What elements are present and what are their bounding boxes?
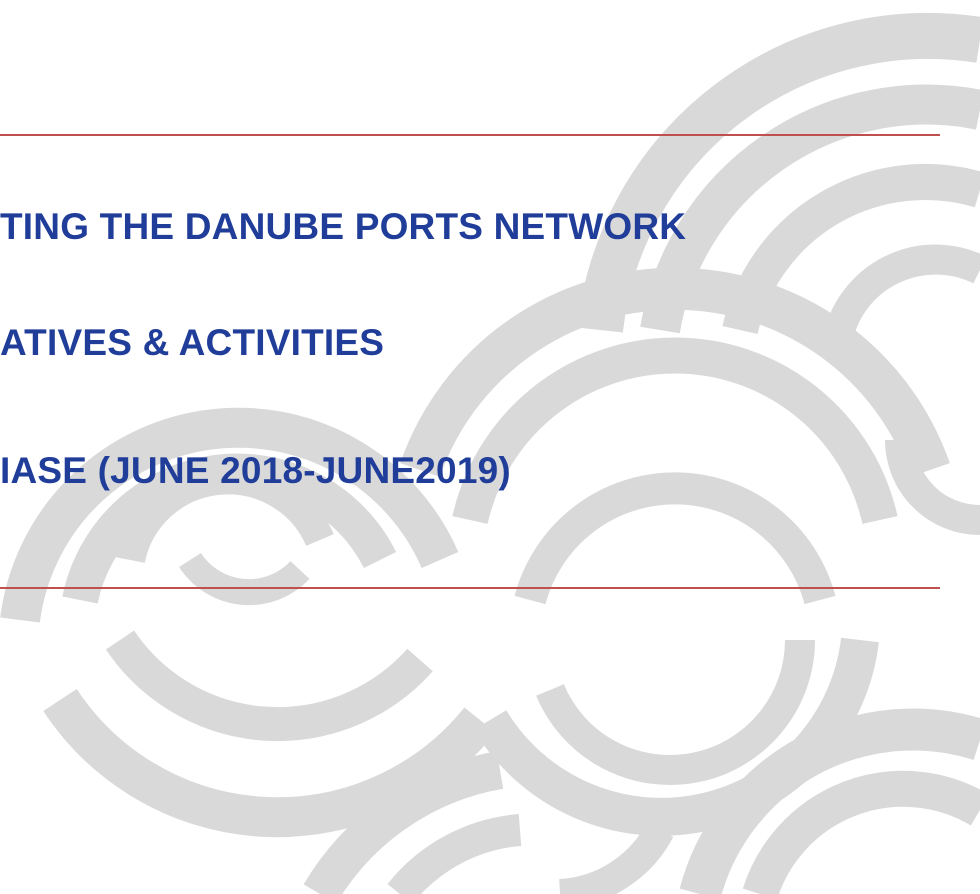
title-line-2: ATIVES & ACTIVITIES bbox=[0, 322, 385, 363]
top-divider bbox=[0, 134, 940, 136]
title-line-3: IASE (JUNE 2018-JUNE2019) bbox=[0, 450, 511, 491]
bottom-divider bbox=[0, 587, 940, 589]
title-line-1: TING THE DANUBE PORTS NETWORK bbox=[0, 206, 687, 247]
